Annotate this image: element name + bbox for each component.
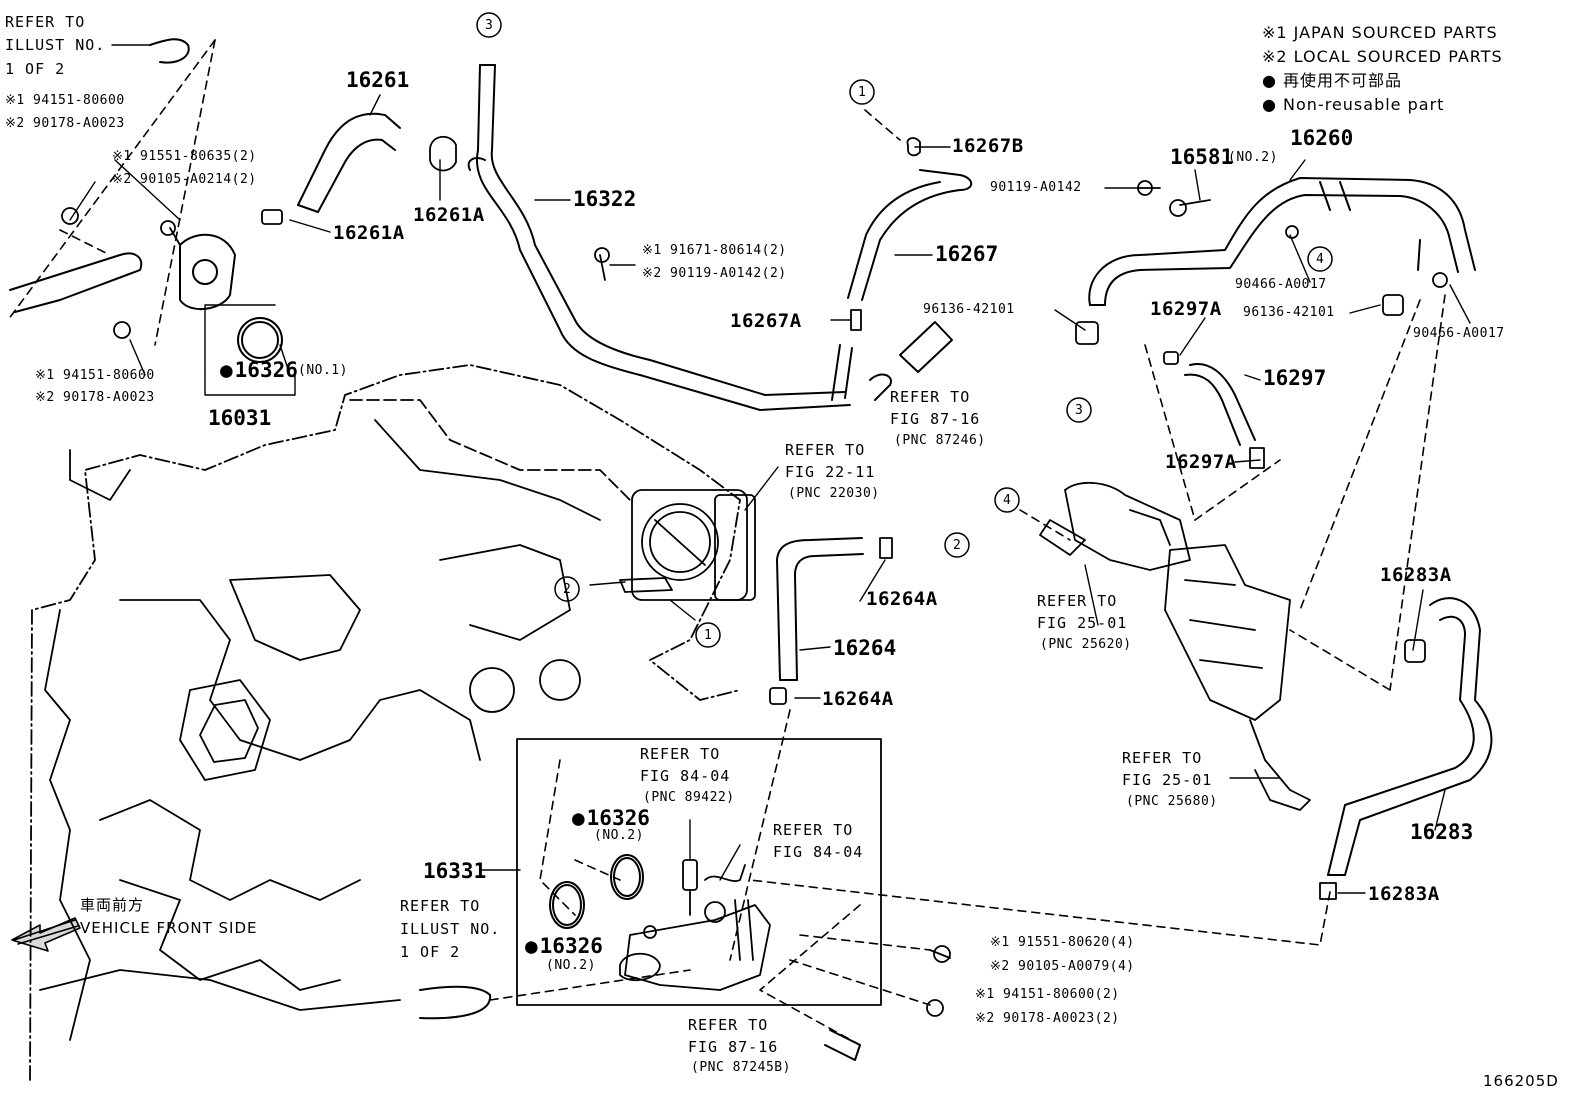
nut-bottom-local: ※2 90178-A0023(2) xyxy=(975,1011,1120,1026)
part-16261a-clamp: 16261A xyxy=(413,204,485,226)
ref-fig8716a-line3: (PNC 87246) xyxy=(894,433,986,448)
legend-japan-sourced: ※1 JAPAN SOURCED PARTS xyxy=(1262,23,1498,42)
leader-lines xyxy=(69,44,1471,894)
callout-4-right: 4 xyxy=(1316,252,1325,267)
part-16283: 16283 xyxy=(1410,820,1474,844)
part-16267: 16267 xyxy=(935,242,999,266)
bolt-topmid-local: ※2 90105-A0214(2) xyxy=(112,172,257,187)
legend-local-sourced: ※2 LOCAL SOURCED PARTS xyxy=(1262,47,1503,66)
ref-fig8404b-line2: FIG 84-04 xyxy=(773,843,864,861)
bolt-center-jp: ※1 91671-80614(2) xyxy=(642,243,787,258)
ref-illust-bot-line2: ILLUST NO. xyxy=(400,920,501,938)
part-16297: 16297 xyxy=(1263,366,1327,390)
clamps-bolts xyxy=(61,136,1448,1017)
clamp-90466-a0017-left: 90466-A0017 xyxy=(1235,277,1327,292)
callout-1-top: 1 xyxy=(858,85,867,100)
callout-4-egr: 4 xyxy=(1003,493,1012,508)
ref-fig2501b-line2: FIG 25-01 xyxy=(1122,771,1213,789)
clamp-96136-42101-left: 96136-42101 xyxy=(923,302,1015,317)
bolt-topleft-jp: ※1 94151-80600 xyxy=(5,93,125,108)
part-16326-no2-upper: 16326 xyxy=(572,808,650,829)
part-16264: 16264 xyxy=(833,636,897,660)
ref-fig8716b-line1: REFER TO xyxy=(688,1016,769,1034)
ref-fig8404b-line1: REFER TO xyxy=(773,821,854,839)
part-16261a-clip: 16261A xyxy=(333,222,405,244)
part-16264a-bottom: 16264A xyxy=(822,688,894,710)
ref-fig2211-line1: REFER TO xyxy=(785,441,866,459)
clamp-96136-42101-right: 96136-42101 xyxy=(1243,305,1335,320)
callout-1-mid: 1 xyxy=(704,628,713,643)
components xyxy=(619,481,1311,991)
callout-2-right: 2 xyxy=(953,538,962,553)
ref-illust-bot-line1: REFER TO xyxy=(400,897,481,915)
callout-3-top: 3 xyxy=(485,18,494,33)
ref-fig2501a-line3: (PNC 25620) xyxy=(1040,637,1132,652)
ref-fig2501a-line1: REFER TO xyxy=(1037,592,1118,610)
part-16031: 16031 xyxy=(208,406,272,430)
callout-2-left: 2 xyxy=(563,582,572,597)
part-16297a-bottom: 16297A xyxy=(1165,451,1237,473)
bolt-bottomleft-local: ※2 90178-A0023 xyxy=(35,390,155,405)
legend-nonreusable-jp: ● 再使用不可部品 xyxy=(1262,71,1403,90)
ref-illust-top-line2: ILLUST NO. xyxy=(5,36,106,54)
hoses xyxy=(9,38,1493,1061)
engine-block-outline xyxy=(29,364,741,1081)
part-16326-no1: 16326 xyxy=(220,360,298,381)
nut-bottom-jp: ※1 94151-80600(2) xyxy=(975,987,1120,1002)
ref-fig2501a-line2: FIG 25-01 xyxy=(1037,614,1128,632)
part-16260: 16260 xyxy=(1290,126,1354,150)
ref-fig8716a-line2: FIG 87-16 xyxy=(890,410,981,428)
bolt-center-local: ※2 90119-A0142(2) xyxy=(642,266,787,281)
ref-illust-bot-line3: 1 OF 2 xyxy=(400,943,461,961)
part-16581: 16581 xyxy=(1170,145,1234,169)
clamp-90466-a0017-right: 90466-A0017 xyxy=(1413,326,1505,341)
callout-circles xyxy=(476,12,1333,648)
legend-nonreusable-en: ● Non-reusable part xyxy=(1262,95,1445,114)
part-16267b: 16267B xyxy=(952,135,1024,157)
part-16261: 16261 xyxy=(346,68,410,92)
ref-fig8404a-line3: (PNC 89422) xyxy=(643,790,735,805)
vehicle-front-jp: 車両前方 xyxy=(80,896,145,914)
ref-fig2211-line3: (PNC 22030) xyxy=(788,486,880,501)
ref-illust-top-line1: REFER TO xyxy=(5,13,86,31)
gaskets xyxy=(549,854,644,929)
part-16581-note: (NO.2) xyxy=(1228,150,1278,165)
thermostat-detail-box xyxy=(516,738,882,1006)
ref-fig8716a-line1: REFER TO xyxy=(890,388,971,406)
bolt-topmid-jp: ※1 91551-80635(2) xyxy=(112,149,257,164)
bolt-bottomcenter-jp: ※1 91551-80620(4) xyxy=(990,935,1135,950)
vehicle-front-en: VEHICLE FRONT SIDE xyxy=(80,919,258,937)
part-16283a-top: 16283A xyxy=(1380,564,1452,586)
bolt-90119-a0142: 90119-A0142 xyxy=(990,180,1082,195)
ref-fig8404a-line1: REFER TO xyxy=(640,745,721,763)
part-16297a-top: 16297A xyxy=(1150,298,1222,320)
ref-fig8404a-line2: FIG 84-04 xyxy=(640,767,731,785)
ref-fig2501b-line1: REFER TO xyxy=(1122,749,1203,767)
ref-illust-top-line3: 1 OF 2 xyxy=(5,60,66,78)
front-arrow xyxy=(11,917,81,952)
ref-fig8716b-line2: FIG 87-16 xyxy=(688,1038,779,1056)
ref-fig8716b-line3: (PNC 87245B) xyxy=(691,1060,791,1075)
part-16331: 16331 xyxy=(423,859,487,883)
leader-dashes xyxy=(7,39,1446,1046)
bolt-bottomcenter-local: ※2 90105-A0079(4) xyxy=(990,959,1135,974)
ref-fig2501b-line3: (PNC 25680) xyxy=(1126,794,1218,809)
part-16326-no2-lower: 16326 xyxy=(525,936,603,957)
part-16326-no2-upper-note: (NO.2) xyxy=(594,828,644,843)
part-16264a-top: 16264A xyxy=(866,588,938,610)
part-16326-no1-note: (NO.1) xyxy=(298,363,348,378)
bolt-topleft-local: ※2 90178-A0023 xyxy=(5,116,125,131)
part-16267a: 16267A xyxy=(730,310,802,332)
part-16326-no2-lower-note: (NO.2) xyxy=(546,958,596,973)
callout-3-mid: 3 xyxy=(1075,403,1084,418)
part-16322: 16322 xyxy=(573,187,637,211)
ref-fig2211-line2: FIG 22-11 xyxy=(785,463,876,481)
figure-id: 166205D xyxy=(1483,1072,1559,1090)
part-16283a-bottom: 16283A xyxy=(1368,883,1440,905)
bolt-bottomleft-jp: ※1 94151-80600 xyxy=(35,368,155,383)
